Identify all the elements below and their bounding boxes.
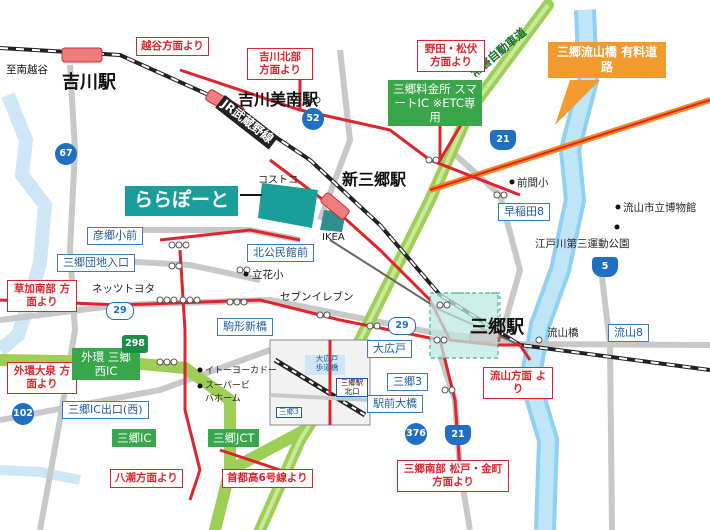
ikea-label: IKEA <box>322 232 345 243</box>
red-route-shuto <box>219 448 281 472</box>
toll-road-line-core <box>429 99 710 191</box>
poi-nettsutoyota: ネッツトヨタ <box>92 283 155 295</box>
poi-seven-eleven: セブンイレブン <box>280 291 354 303</box>
direction-shuto6: 首都高6号線より <box>222 469 313 488</box>
tachibana-sho-dot <box>243 271 249 277</box>
lalaport-label: ららぽーと <box>125 186 239 216</box>
river-southwest <box>0 465 81 485</box>
maema-sho-dot <box>509 179 515 185</box>
station-misato: 三郷駅 <box>470 317 524 338</box>
red-route-hikogo <box>159 228 301 242</box>
route-298-marker: 298 <box>122 335 148 353</box>
inset-oohirado-crossing: 大広戸 歩道橋 <box>315 354 339 372</box>
red-route-south <box>438 339 462 471</box>
station-yoshikawa: 吉川駅 <box>62 72 116 93</box>
yoshikawa-station-marker <box>61 47 103 63</box>
station-shin-misato: 新三郷駅 <box>342 170 407 189</box>
poi-super-viva: スーパービバホーム <box>205 381 250 404</box>
inset-misato3: 三郷3 <box>276 407 302 418</box>
poi-maema-sho: 前間小 <box>517 177 549 189</box>
intersection-hikogo-shomae: 彦郷小前 <box>87 227 143 245</box>
inset-misato-north-exit: 三郷駅 北口 <box>336 378 368 398</box>
edogawa-river-inner <box>522 9 596 530</box>
poi-tachibana-sho: 立花小 <box>252 269 284 281</box>
river-west <box>0 92 53 356</box>
shin-misato-marker <box>320 192 350 220</box>
edogawa-park-dot <box>614 224 620 230</box>
road-route5 <box>597 259 615 530</box>
station-yoshikawa-minami: 吉川美南駅 <box>238 90 319 109</box>
toll-road-callout: 三郷流山橋 有料道路 <box>548 42 666 78</box>
route-67-marker: 67 <box>55 143 77 165</box>
highlight-leader <box>455 292 501 330</box>
musashino-line-dash <box>0 47 710 371</box>
red-route-north <box>179 68 521 197</box>
poi-nagareyama-bridge: 流山橋 <box>547 327 579 339</box>
direction-noda: 野田・松伏 方面より <box>417 40 485 72</box>
ic-gaikan-misato-west: 外環 三郷西IC <box>72 348 140 380</box>
route-29-east-marker: 29 <box>388 317 416 335</box>
direction-yashio: 八潮方面より <box>110 469 183 488</box>
intersection-sowa8: 早稲田8 <box>498 203 550 221</box>
costco-label: コストコ <box>258 175 298 186</box>
intersection-komagata-shinbashi: 駒形新橋 <box>217 318 273 336</box>
route-21-south-marker: 21 <box>445 425 471 445</box>
lalaport-block <box>258 183 318 228</box>
intersection-ekimae-ohashi: 駅前大橋 <box>367 395 423 413</box>
route-29-west-marker: 29 <box>106 302 134 320</box>
route-52-marker: 52 <box>302 108 324 130</box>
direction-minami-koshigaya: 至南越谷 <box>6 64 48 76</box>
road-route29 <box>0 296 710 348</box>
direction-yoshikawa-north: 吉川北部 方面より <box>247 48 313 80</box>
direction-misato-south: 三郷南部 松戸・金町方面より <box>397 460 509 492</box>
route-5-marker: 5 <box>592 257 618 277</box>
red-route-nagareyama <box>495 343 532 361</box>
poi-nagareyama-museum: 流山市立博物館 <box>623 202 697 214</box>
road-southwest <box>0 347 272 423</box>
intersection-nagareyama8: 流山8 <box>608 324 649 342</box>
itoyokado-dot <box>197 367 203 373</box>
intersection-misato-ic-exit: 三郷IC出口(西) <box>62 401 149 419</box>
direction-koshigaya: 越谷方面より <box>136 37 209 56</box>
museum-dot <box>615 204 621 210</box>
intersection-misato-danchi: 三郷団地入口 <box>57 254 135 272</box>
intersection-oohirado: 大広戸 <box>367 340 412 358</box>
direction-soka-south: 草加南部 方面より <box>7 280 77 312</box>
direction-nagareyama: 流山方面 より <box>483 367 553 399</box>
toll-callout-pointer <box>555 80 600 125</box>
super-viva-dot <box>197 383 203 389</box>
ic-misato: 三郷IC <box>112 429 157 447</box>
poi-itoyokado: イトーヨーカドー <box>205 366 278 376</box>
intersection-kita-kominkan: 北公民館前 <box>247 244 314 262</box>
route-21-north-marker: 21 <box>490 130 516 150</box>
intersection-misato3: 三郷3 <box>387 373 428 391</box>
ic-smart-misato: 三郷料金所 スマートIC ※ETC専用 <box>388 80 482 126</box>
direction-gaikan-oizumi: 外環大泉 方面より <box>7 362 77 394</box>
route-102-marker: 102 <box>12 403 34 425</box>
ic-misato-jct: 三郷JCT <box>208 429 260 447</box>
poi-edogawa-park: 江戸川第三運動公園 <box>535 238 630 250</box>
route-376-marker: 376 <box>405 423 427 445</box>
